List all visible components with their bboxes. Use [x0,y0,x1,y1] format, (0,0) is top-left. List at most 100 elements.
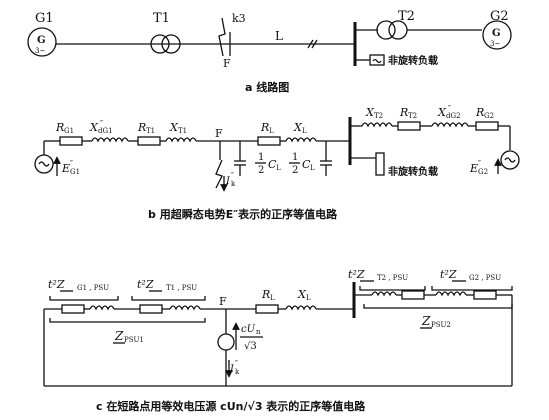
resistor-rt2 [397,121,421,131]
resistor-rg2-c [473,290,497,300]
rg2-sub: G2 [484,112,494,120]
resistor-rt1-c [139,304,163,314]
ik-sup-c: ″ [235,359,238,368]
resistor-rt2-c [401,290,425,300]
caption-b: b 用超瞬态电势E″表示的正序等值电路 [148,207,338,221]
inductor-xl-c [285,305,317,311]
xl-sub-c: L [306,294,311,302]
resistor-rg2 [475,121,499,131]
zpsu2-label: Z [421,314,431,328]
k3-label: k3 [232,12,246,25]
rl-label-c: R [261,288,270,301]
g1-label: G1 [35,11,54,26]
rt1-sub: T1 [146,127,155,135]
resistor-rg1-c [61,304,85,314]
cap1-c: C [268,158,277,171]
ik-label-b: I [225,176,231,187]
g2-sub: 3~ [490,40,500,48]
g1-sub: 3~ [35,47,45,55]
zpsu2-sub: PSU2 [431,321,451,329]
resistor-rl-c [255,304,279,314]
xdg2-sup: ″ [448,104,451,113]
inductor-xt2-c [371,291,397,297]
rg1-sub: G1 [64,127,74,135]
load-b-label: 非旋转负载 [388,165,438,178]
rt2-sub: T2 [408,112,417,120]
transformer-t2: T2 [376,9,415,40]
inductor-xdg2 [431,122,469,128]
src-num-sub: n [256,328,261,336]
t2-label: T2 [398,9,415,24]
generator-g1: G1 G 3~ [27,11,57,57]
inductor-xt1 [165,137,197,143]
zg1-sub: G1 , PSU [77,284,109,292]
caption-c: c 在短路点用等效电压源 cUn/√3 表示的正序等值电路 [96,399,366,413]
xl-label-b: X [293,121,303,134]
fault-f-label: F [223,57,231,70]
part-a-line-diagram: G1 G 3~ T1 k3 F L T2 [27,9,512,94]
fault-f-c: F [219,295,227,308]
g2-label: G2 [490,9,509,24]
ik-sup-b: ″ [231,171,234,180]
inductor-xdg1 [91,137,129,143]
xdg2-sub: dG2 [446,112,461,120]
resistor-rl-b [257,136,281,146]
xdg1-label: X [89,121,99,134]
inductor-xl-b [285,137,317,143]
zt1-label: t²Z [137,278,154,291]
ik-label-c: I [229,364,235,375]
resistor-rt1 [137,136,161,146]
t1-label: T1 [153,11,170,26]
load-a-label: 非旋转负载 [388,54,438,67]
source-eg1 [34,154,54,174]
rt2-label: R [399,106,408,119]
cap2-sub: L [310,164,315,172]
zg2-label: t²Z [440,268,457,281]
xdg1-sup: ″ [100,119,103,128]
ik-sub-c: k [235,368,240,376]
xdg1-sub: dG1 [98,127,113,135]
zt2-label: t²Z [348,268,365,281]
eg1-sub: G1 [70,168,80,176]
caption-a: a 线路图 [245,80,289,94]
rl-sub-c: L [270,294,275,302]
xt1-sub: T1 [178,127,187,135]
zt1-sub: T1 , PSU [166,284,197,292]
transformer-t1: T1 [150,11,181,54]
load-resistor-b [375,152,385,176]
cap2-num: 1 [292,152,298,163]
xl-label-c: X [297,288,307,301]
fault-k3: k3 F [218,12,246,70]
part-c-equivalent-circuit: t²Z G1 , PSU t²Z T1 , PSU F Z PSU1 cU n … [43,268,513,413]
rl-sub-b: L [269,127,274,135]
xdg2-label: X [437,106,447,119]
rg2-label: R [475,106,484,119]
rt1-label: R [137,121,146,134]
cap2-den: 2 [292,165,298,176]
src-num: cU [241,324,256,335]
fault-f-b: F [215,127,223,140]
inductor-xg1-c [89,305,115,311]
equivalent-voltage-source [217,333,235,351]
xl-sub-b: L [302,127,307,135]
inductor-xg2-c [435,291,467,297]
g1-symbol: G [37,35,46,46]
zpsu1-label: Z [114,329,124,343]
resistor-rg1 [59,136,83,146]
xt2-sub: T2 [374,112,383,120]
xt2-label: X [365,106,375,119]
eg2-sup: ″ [478,159,481,168]
eg2-sub: G2 [478,168,488,176]
load-a: 非旋转负载 [355,54,438,67]
src-den: √3 [244,341,257,352]
rl-label-b: R [260,121,269,134]
line-break-mark [307,39,318,49]
fault-bolt-b [215,159,223,189]
g2-symbol: G [492,28,501,39]
generator-g2: G2 G 3~ [482,9,512,50]
eg1-sup: ″ [70,159,73,168]
cap1-sub: L [276,164,281,172]
cap2-c: C [302,158,311,171]
cap1-den: 2 [258,165,264,176]
